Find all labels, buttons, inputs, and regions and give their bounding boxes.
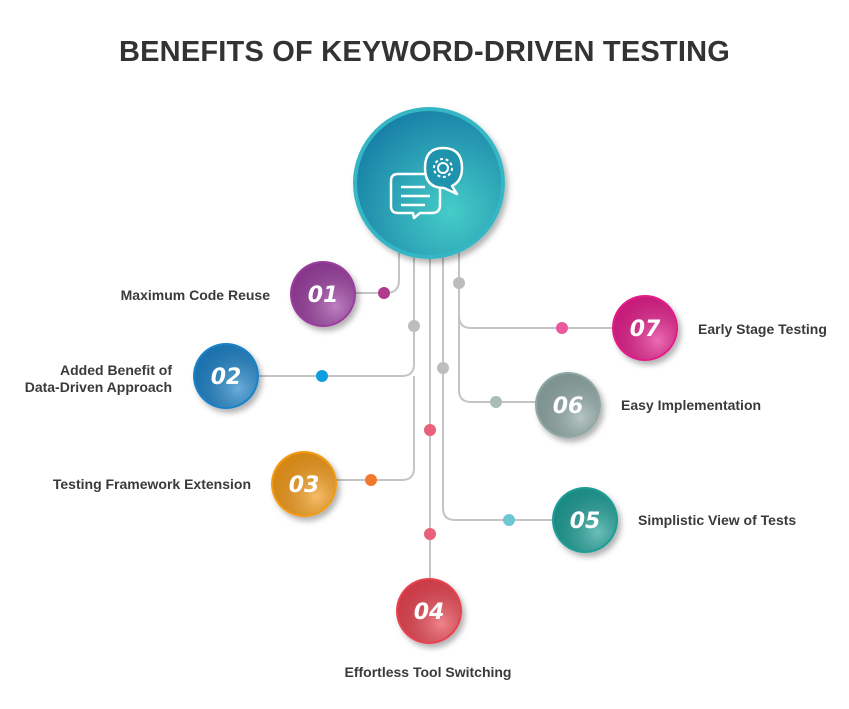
node-number: 03 (289, 473, 320, 498)
node-number: 04 (414, 600, 445, 625)
connector-dot-01 (378, 287, 390, 299)
node-number: 01 (308, 283, 339, 308)
node-04: 04 (396, 578, 462, 644)
label-04: Effortless Tool Switching (344, 664, 512, 680)
center-hub (353, 107, 505, 259)
chat-gear-icon (389, 146, 464, 220)
node-number: 07 (630, 317, 661, 342)
label-02-line1: Added Benefit of (60, 362, 172, 378)
node-03: 03 (271, 451, 337, 517)
connector-dot-07 (556, 322, 568, 334)
node-02: 02 (193, 343, 259, 409)
connector-dot-05 (503, 514, 515, 526)
label-02: Added Benefit of Data-Driven Approach (0, 362, 172, 396)
node-number: 05 (570, 509, 601, 534)
connector-dot-06 (490, 396, 502, 408)
node-number: 06 (553, 394, 584, 419)
connector-lines (258, 250, 613, 578)
connector-dot-02 (316, 370, 328, 382)
node-05: 05 (552, 487, 618, 553)
label-05: Simplistic View of Tests (638, 512, 797, 528)
label-01: Maximum Code Reuse (120, 287, 270, 303)
node-01: 01 (290, 261, 356, 327)
label-03: Testing Framework Extension (52, 476, 251, 492)
label-06: Easy Implementation (621, 397, 762, 413)
node-07: 07 (612, 295, 678, 361)
page-title: BENEFITS OF KEYWORD-DRIVEN TESTING (119, 36, 730, 68)
connector-dot-03 (365, 474, 377, 486)
node-number: 02 (211, 365, 242, 390)
label-02-line2: Data-Driven Approach (24, 379, 172, 395)
label-07: Early Stage Testing (698, 321, 827, 337)
junction-dots (408, 277, 465, 540)
node-06: 06 (535, 372, 601, 438)
